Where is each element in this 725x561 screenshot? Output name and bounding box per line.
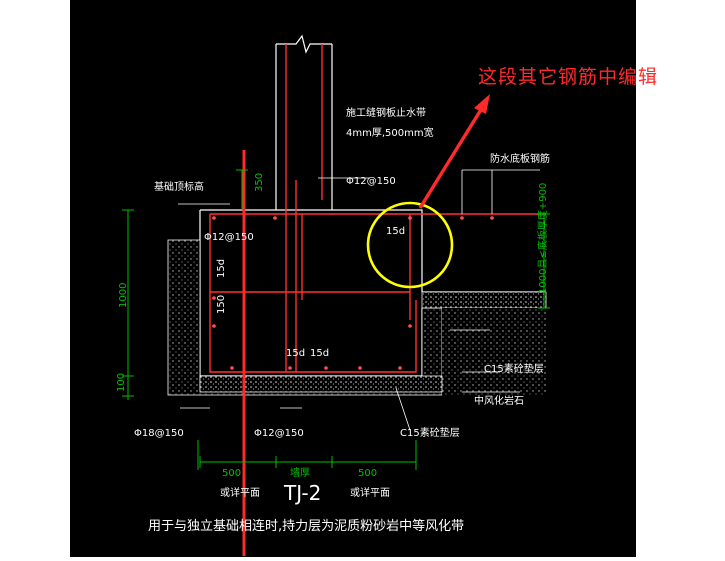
c15-cushion-right-label: C15素砼垫层 [484, 362, 544, 375]
dim-350-label: 350 [254, 173, 265, 192]
highlight-circle [366, 201, 454, 289]
see-plan-right-label: 或详平面 [350, 486, 390, 499]
dim-500-right-label: 500 [358, 468, 377, 479]
soil-hatch [167, 239, 547, 396]
top-bar-right-label: Φ12@150 [346, 176, 396, 187]
dim-500-left-label: 500 [222, 468, 241, 479]
anchor-15d-circle: 15d [386, 226, 405, 237]
foundation-top-label: 基础顶标高 [154, 180, 204, 193]
annotation-note: 这段其它钢筋中编辑 [478, 66, 659, 88]
drawing-title: TJ-2 [283, 481, 321, 505]
waterproof-bar-label: 防水底板钢筋 [490, 152, 550, 165]
bottom-bar-left-label: Φ18@150 [134, 428, 184, 439]
bottom-bar-mid-label: Φ12@150 [254, 428, 304, 439]
top-bar-left-label: Φ12@150 [204, 232, 254, 243]
weathered-rock-label: 中风化岩石 [474, 394, 524, 407]
reference-lines [178, 169, 540, 431]
waterstop-label-2: 4mm厚,500mm宽 [346, 126, 434, 139]
foundation-section-drawing: 施工缝钢板止水带 4mm厚,500mm宽 Φ12@150 防水底板钢筋 基础顶标… [116, 34, 550, 556]
wall-thickness-label: 墙厚 [290, 466, 310, 479]
right-vertical-dim-label: 1000且≤底板厚度+900 [536, 183, 549, 294]
drawing-caption: 用于与独立基础相连时,持力层为泥质粉砂岩中等风化带 [148, 518, 464, 534]
anchor-15d-bottom-left: 15d [286, 348, 305, 359]
wall-outline [275, 34, 333, 210]
dim-150-label: 150 [216, 295, 227, 314]
c15-cushion-bottom-label: C15素砼垫层 [400, 426, 460, 439]
anchor-15d-left: 15d [216, 259, 227, 278]
rebar-lines [209, 44, 546, 373]
cad-drawing-canvas: 施工缝钢板止水带 4mm厚,500mm宽 Φ12@150 防水底板钢筋 基础顶标… [70, 0, 636, 557]
dim-1000-label: 1000 [118, 283, 129, 308]
dim-100-label: 100 [116, 373, 127, 392]
see-plan-left-label: 或详平面 [220, 486, 260, 499]
anchor-15d-bottom-right: 15d [310, 348, 329, 359]
dimension-lines [122, 169, 550, 470]
annotation-arrow [418, 94, 490, 209]
rebar-dots [212, 216, 494, 370]
waterstop-label-1: 施工缝钢板止水带 [346, 106, 426, 119]
